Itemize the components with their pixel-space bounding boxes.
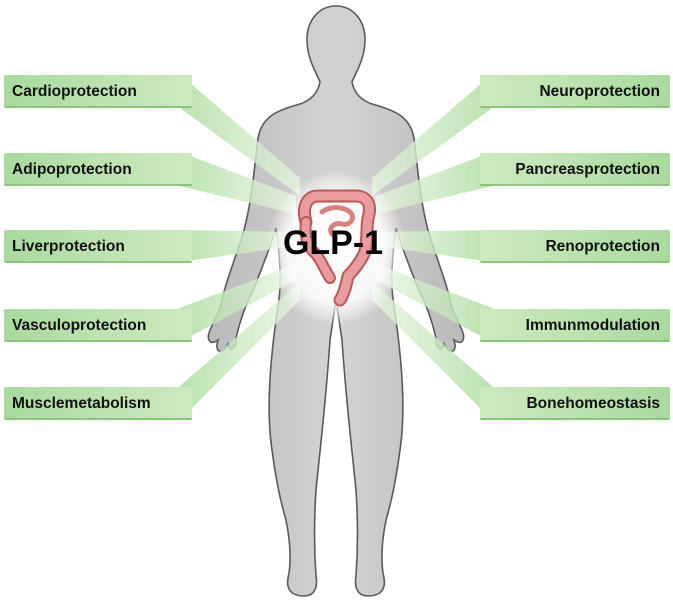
intestine-icon — [298, 189, 376, 307]
label-liverprotection: Liverprotection — [4, 230, 192, 263]
glp1-title: GLP-1 — [282, 224, 384, 262]
label-renoprotection: Renoprotection — [480, 230, 670, 263]
label-adipoprotection: Adipoprotection — [4, 153, 192, 186]
label-bonehomeostasis: Bonehomeostasis — [480, 387, 670, 420]
label-vasculoprotection: Vasculoprotection — [4, 309, 192, 342]
label-neuroprotection: Neuroprotection — [480, 75, 670, 108]
label-immunmodulation: Immunmodulation — [480, 309, 670, 342]
label-musclemetabolism: Musclemetabolism — [4, 387, 192, 420]
label-pancreasprotection: Pancreasprotection — [480, 153, 670, 186]
label-cardioprotection: Cardioprotection — [4, 75, 192, 108]
